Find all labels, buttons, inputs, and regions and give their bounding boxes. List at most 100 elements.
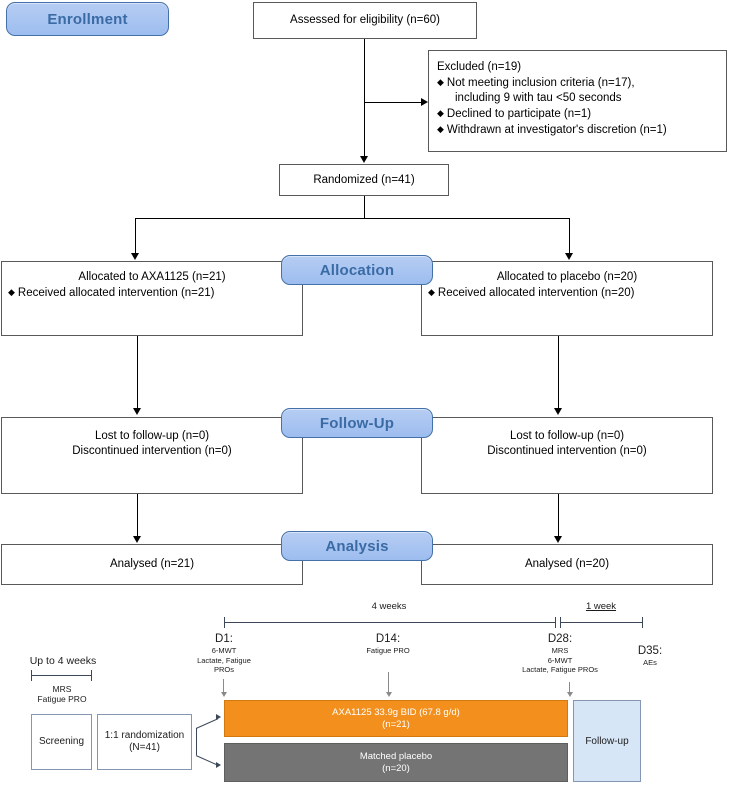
day-assessment-d1-2: PROs	[213, 665, 234, 674]
day-assessment-d28-0: MRS	[551, 646, 569, 655]
arm-active-line2: (n=21)	[382, 718, 410, 730]
span-bracket-followup	[560, 617, 643, 628]
day-marker-d1: D1: 6-MWT Lactate, Fatigue PROs	[180, 633, 268, 675]
arrow-d14-to-bar	[386, 692, 392, 697]
allocation-right-line2: ◆Received allocated intervention (n=20)	[428, 287, 635, 299]
box-analysed-right: Analysed (n=20)	[421, 544, 713, 585]
diamond-bullet-icon: ◆	[437, 77, 444, 87]
analysed-left-label: Analysed (n=21)	[109, 558, 195, 570]
day-label-d14: D14:	[375, 633, 401, 645]
box-assessed-label: Assessed for eligibility (n=60)	[290, 14, 440, 26]
box-screening: Screening	[31, 714, 92, 770]
box-randomized: Randomized (n=41)	[279, 164, 449, 196]
arrow-assessed-to-randomized	[360, 156, 368, 163]
connector-split-left	[135, 218, 136, 254]
arm-placebo-line1: Matched placebo	[359, 750, 433, 762]
box-followup-left: Lost to follow-up (n=0) Discontinued int…	[1, 417, 303, 494]
arrow-d28-to-bar	[567, 692, 573, 697]
diamond-bullet-icon: ◆	[8, 287, 15, 297]
randomization-split-lower	[195, 755, 219, 766]
day-label-d1: D1:	[215, 633, 233, 645]
box-allocation-right: Allocated to placebo (n=20) ◆Received al…	[421, 261, 713, 336]
day-label-d28: D28:	[547, 633, 573, 645]
stage-badge-analysis: Analysis	[281, 531, 433, 561]
tick-line-d28	[569, 682, 570, 693]
arm-bar-placebo: Matched placebo (n=20)	[224, 743, 568, 782]
followup-left-line2: Discontinued intervention (n=0)	[72, 445, 232, 457]
box-excluded: Excluded (n=19) ◆Not meeting inclusion c…	[428, 50, 727, 152]
box-randomization: 1:1 randomization (N=41)	[97, 714, 192, 770]
allocation-left-line2: ◆Received allocated intervention (n=21)	[8, 287, 215, 299]
span-label-screening: Up to 4 weeks	[29, 655, 97, 667]
bracket-bar	[224, 622, 556, 623]
arrow-to-placebo-arm	[216, 762, 221, 768]
arm-bar-active: AXA1125 33.9g BID (67.8 g/d) (n=21)	[224, 700, 568, 737]
excluded-item-2: ◆Declined to participate (n=1)	[437, 108, 592, 120]
connector-alloc-left-to-fu	[137, 336, 138, 409]
box-allocation-left: Allocated to AXA1125 (n=21) ◆Received al…	[1, 261, 303, 336]
excluded-title: Excluded (n=19)	[437, 61, 522, 73]
diamond-bullet-icon: ◆	[437, 124, 444, 134]
arrow-alloc-right-to-fu	[554, 408, 562, 415]
bracket-cap-right	[91, 670, 92, 681]
day-marker-d35: D35: AEs	[620, 645, 680, 668]
allocation-left-line1: Allocated to AXA1125 (n=21)	[78, 271, 226, 283]
arrow-d1-to-bar	[221, 692, 227, 697]
tick-line-d14	[388, 672, 389, 693]
allocation-right-line1: Allocated to placebo (n=20)	[496, 271, 638, 283]
stage-badge-followup-label: Follow-Up	[319, 414, 395, 432]
connector-split-horizontal	[135, 218, 569, 219]
box-randomization-line1: 1:1 randomization	[104, 729, 185, 741]
day-assessment-d1-0: 6-MWT	[211, 646, 237, 655]
box-randomized-label: Randomized (n=41)	[313, 173, 415, 186]
arrow-alloc-left-to-fu	[133, 408, 141, 415]
followup-right-line2: Discontinued intervention (n=0)	[487, 445, 647, 457]
box-timeline-followup: Follow-up	[573, 700, 641, 782]
excluded-item-1: including 9 with tau <50 seconds	[455, 92, 622, 104]
day-assessment-d35-0: AEs	[643, 658, 657, 667]
bracket-bar	[31, 675, 92, 676]
stage-badge-followup: Follow-Up	[281, 408, 433, 438]
excluded-item-0: ◆Not meeting inclusion criteria (n=17),	[437, 77, 635, 89]
bracket-cap-right	[555, 617, 556, 628]
arm-active-line1: AXA1125 33.9g BID (67.8 g/d)	[332, 706, 460, 718]
arrow-split-right	[565, 253, 573, 260]
box-randomization-line2: (N=41)	[129, 742, 160, 753]
stage-badge-allocation: Allocation	[281, 255, 433, 285]
span-label-treatment: 4 weeks	[371, 601, 407, 612]
screening-assessment-0: MRS	[52, 684, 72, 694]
stage-badge-enrollment: Enrollment	[6, 2, 169, 36]
bracket-cap-right	[642, 617, 643, 628]
box-analysed-left: Analysed (n=21)	[1, 544, 303, 585]
day-assessment-d1-1: Lactate, Fatigue	[197, 655, 251, 665]
day-assessment-d14-0: Fatigue PRO	[366, 646, 410, 655]
day-assessment-d28-1: 6-MWT	[547, 655, 573, 665]
day-marker-d14: D14: Fatigue PRO	[340, 633, 436, 656]
excluded-item-3: ◆Withdrawn at investigator's discretion …	[437, 124, 667, 136]
connector-fu-right-to-analysis	[558, 494, 559, 537]
arm-placebo-line2: (n=20)	[382, 762, 410, 774]
followup-left-line1: Lost to follow-up (n=0)	[94, 430, 210, 442]
span-label-followup: 1 week	[585, 601, 617, 612]
diamond-bullet-icon: ◆	[437, 108, 444, 118]
arrow-to-excluded	[421, 98, 428, 106]
connector-split-right	[569, 218, 570, 254]
arrow-fu-left-to-analysis	[133, 536, 141, 543]
randomization-split-upper	[195, 718, 219, 729]
day-assessment-d28-2: Lactate, Fatigue PROs	[522, 665, 598, 674]
tick-line-d1	[223, 679, 224, 693]
bracket-bar	[560, 622, 643, 623]
screening-assessment-1: Fatigue PRO	[37, 694, 87, 704]
diamond-bullet-icon: ◆	[428, 287, 435, 297]
connector-assessed-to-randomized	[364, 39, 365, 157]
analysed-right-label: Analysed (n=20)	[524, 558, 610, 570]
day-label-d35: D35:	[637, 645, 663, 657]
box-screening-label: Screening	[38, 735, 85, 747]
stage-badge-enrollment-label: Enrollment	[47, 10, 128, 28]
arrow-split-left	[131, 253, 139, 260]
box-followup-right: Lost to follow-up (n=0) Discontinued int…	[421, 417, 713, 494]
connector-randomized-down	[364, 196, 365, 218]
connector-to-excluded	[364, 102, 422, 103]
arrow-to-active-arm	[216, 714, 221, 720]
